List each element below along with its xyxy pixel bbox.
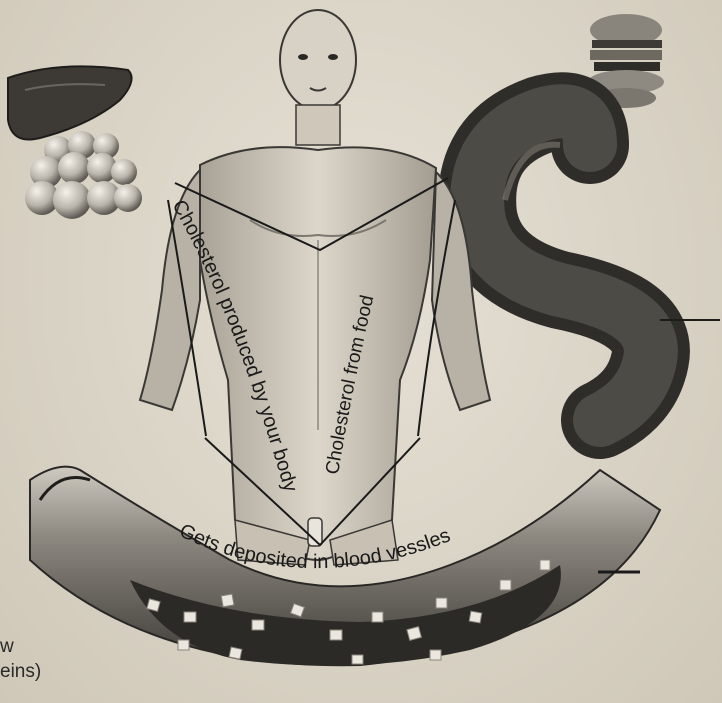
cholesterol-cluster-illustration (25, 131, 142, 219)
intestine-illustration (477, 111, 720, 420)
human-figure-illustration (140, 10, 490, 565)
edge-fragment-line1: w (0, 637, 14, 656)
liver-illustration (8, 66, 132, 139)
edge-fragment-line2: eins) (0, 662, 41, 681)
